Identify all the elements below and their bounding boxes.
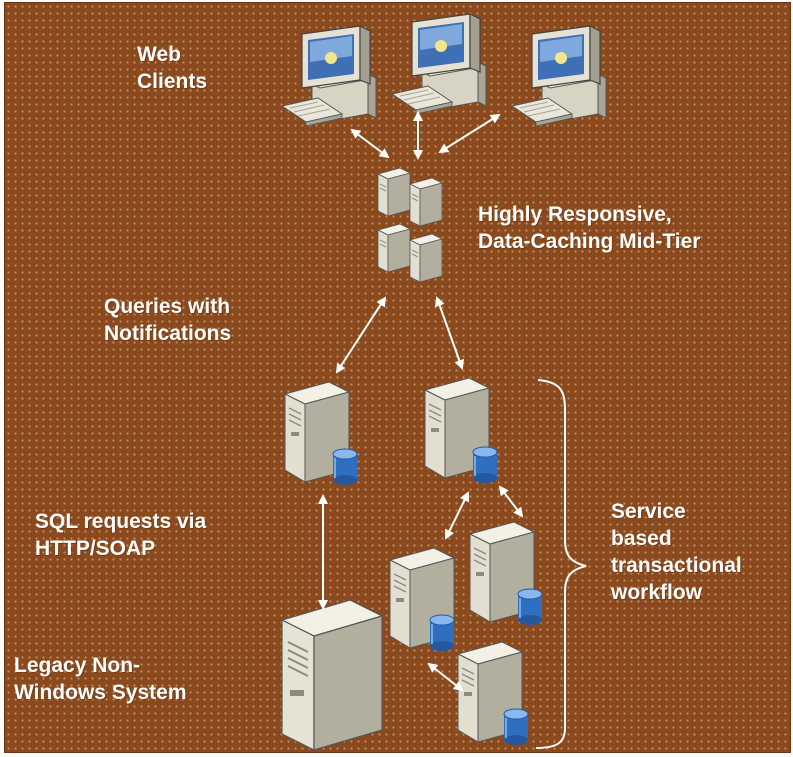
database-server-icon (457, 641, 529, 746)
database-server-icon (469, 521, 543, 626)
arrow-client-to-midtier (350, 128, 390, 159)
web-clients-label: Web Clients (137, 43, 208, 93)
workflow-brace (535, 379, 587, 749)
arrow-midtier-to-server (434, 296, 465, 370)
mid-tier-label: Highly Responsive, Data-Caching Mid-Tier (478, 203, 701, 253)
arrow-client-to-midtier (438, 113, 501, 154)
web-client-icon (281, 25, 377, 127)
arrow-workflow (498, 485, 524, 518)
legacy-system-label: Legacy Non- Windows System (14, 654, 187, 704)
web-client-icon (511, 25, 607, 127)
arrow-midtier-to-server (335, 296, 387, 374)
database-server-icon (424, 377, 498, 484)
arrow-workflow (427, 662, 464, 692)
sql-requests-label: SQL requests via HTTP/SOAP (35, 510, 207, 560)
database-server-icon (284, 381, 358, 486)
database-server-icon (389, 547, 455, 652)
mid-tier-server-cluster-icon (377, 167, 443, 283)
arrow-workflow (445, 491, 469, 540)
queries-label: Queries with Notifications (104, 295, 232, 345)
workflow-label: Service based transactional workflow (611, 500, 742, 604)
legacy-server-icon (281, 599, 383, 751)
diagram-background (4, 2, 791, 753)
web-client-icon (391, 13, 487, 115)
